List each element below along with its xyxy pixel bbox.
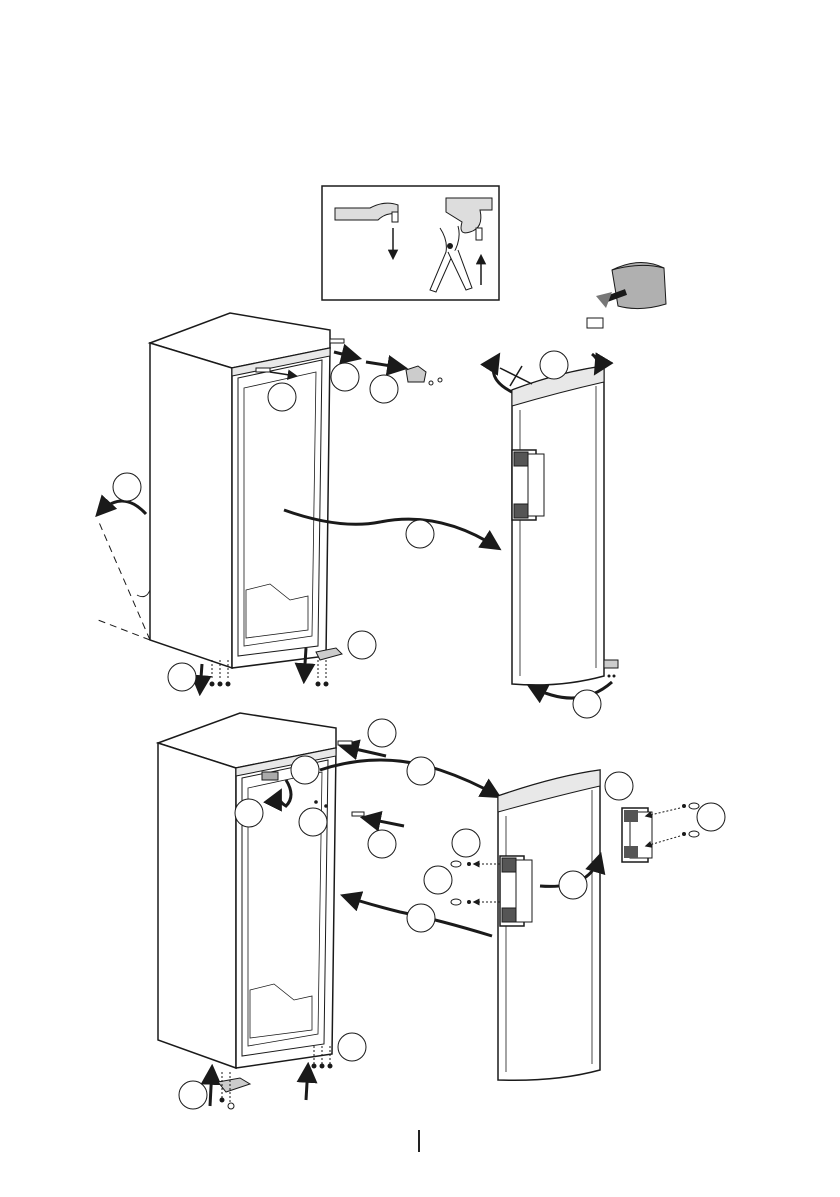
screw-icon <box>451 861 500 905</box>
step-badge <box>168 663 196 691</box>
step-badge <box>235 799 263 827</box>
page-marker <box>418 1130 420 1152</box>
hinge-inset-panel <box>322 186 499 300</box>
step-badge <box>179 1081 207 1109</box>
screw-icon <box>316 660 329 687</box>
step-badge <box>697 803 725 831</box>
screw-icon <box>646 803 699 846</box>
step-badge <box>406 520 434 548</box>
step-badge <box>452 829 480 857</box>
step-badge <box>291 756 319 784</box>
step-badge <box>331 363 359 391</box>
lower-fridge-cabinet <box>158 713 498 1109</box>
spare-parts-bag-icon <box>587 262 666 328</box>
hinge-bracket-icon <box>406 366 426 382</box>
screw-icon <box>429 378 442 385</box>
hinge-bracket-icon <box>218 1078 250 1092</box>
step-badge <box>299 808 327 836</box>
lower-door <box>451 770 600 1080</box>
step-badge <box>407 757 435 785</box>
step-badge <box>559 871 587 899</box>
step-badge <box>348 631 376 659</box>
step-badge <box>368 719 396 747</box>
step-badge <box>113 473 141 501</box>
step-badge <box>368 830 396 858</box>
step-badge <box>573 690 601 718</box>
step-badge <box>540 351 568 379</box>
step-badge <box>424 866 452 894</box>
upper-fridge-cabinet <box>98 313 498 692</box>
step-badge <box>338 1033 366 1061</box>
upper-door <box>493 262 666 698</box>
handle-detail <box>622 803 699 862</box>
step-badge <box>268 383 296 411</box>
step-badge <box>407 904 435 932</box>
step-badge <box>605 772 633 800</box>
step-badge <box>370 375 398 403</box>
door-handle-icon <box>512 450 544 520</box>
door-handle-icon <box>500 856 532 926</box>
